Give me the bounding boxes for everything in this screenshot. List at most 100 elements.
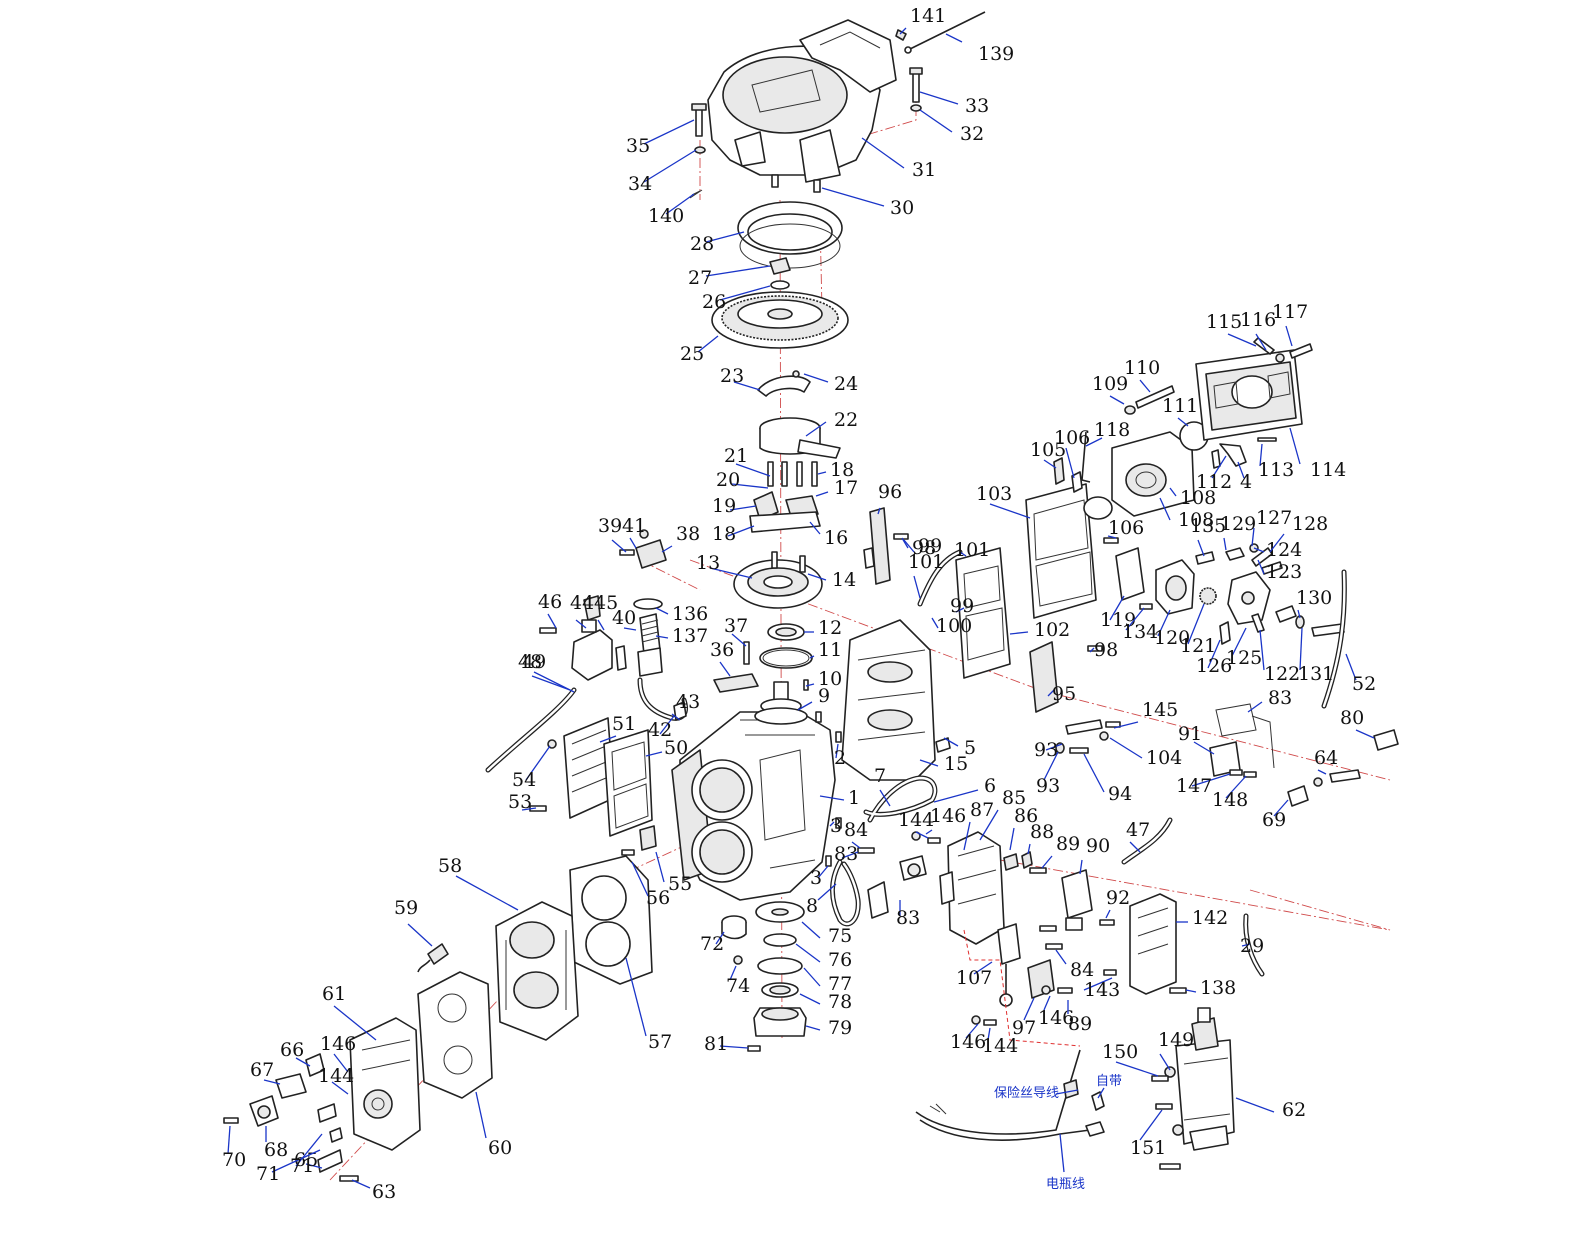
crankcase-15	[841, 619, 936, 781]
part-number-30: 30	[890, 197, 914, 219]
part-number-28: 28	[690, 233, 714, 255]
gasket-108-ring	[1083, 496, 1113, 520]
part-number-35: 35	[626, 135, 650, 157]
part-number-84: 84	[844, 819, 868, 841]
leader-line-19	[729, 505, 757, 511]
leader-line-130	[1297, 609, 1301, 619]
part-number-13: 13	[696, 552, 720, 574]
leader-line-77	[803, 967, 821, 987]
leader-line-24	[803, 373, 829, 383]
leader-line-11	[809, 655, 815, 659]
part-number-145: 145	[1142, 699, 1178, 721]
leader-line-116	[1255, 333, 1267, 351]
leader-line-10	[805, 683, 815, 687]
leader-line-113	[1259, 443, 1263, 467]
hose-100	[917, 549, 963, 607]
leader-line-29	[1241, 943, 1251, 947]
leader-line-25	[697, 335, 719, 353]
fuel-filter-83	[1215, 703, 1275, 769]
part-number-95: 95	[1052, 683, 1076, 705]
wire-29	[1243, 913, 1265, 977]
part-number-151: 151	[1130, 1137, 1166, 1159]
part-number-15: 15	[944, 753, 968, 775]
leader-line-98	[901, 537, 909, 549]
parts-86-88	[1003, 851, 1033, 871]
leader-line-14	[807, 573, 827, 581]
part-number-77: 77	[828, 973, 852, 995]
part-number-83: 83	[896, 907, 920, 929]
leader-line-96	[877, 507, 881, 515]
leader-line-37	[731, 633, 747, 647]
part-number-4: 4	[1240, 471, 1252, 493]
leader-line-79	[805, 1025, 821, 1031]
part-number-2: 2	[834, 747, 846, 769]
leader-line-60	[475, 1091, 487, 1139]
leader-line-84	[1055, 949, 1067, 965]
nut-27	[769, 257, 791, 275]
levers-123-129	[1195, 543, 1283, 575]
part-number-71: 71	[290, 1155, 314, 1177]
leader-line-99	[955, 607, 965, 613]
leader-line-15	[919, 759, 939, 767]
leader-line-27	[705, 265, 771, 277]
cylinder-head-58	[495, 901, 579, 1041]
leader-line-106	[1107, 535, 1117, 539]
part-number-140: 140	[648, 205, 684, 227]
part-number-10: 10	[818, 668, 842, 690]
part-number-85: 85	[1002, 787, 1026, 809]
joint-82	[867, 855, 927, 919]
part-number-112: 112	[1196, 471, 1232, 493]
leader-line-117	[1285, 325, 1293, 347]
bolt-98	[893, 533, 1103, 652]
spacer-72	[721, 915, 747, 940]
part-number-90: 90	[1086, 835, 1110, 857]
part-number-51: 51	[612, 713, 636, 735]
battery-harness	[915, 1049, 1105, 1141]
part-number-146: 146	[950, 1031, 986, 1053]
leader-line-144	[987, 1027, 991, 1041]
leader-line-39	[611, 539, 627, 553]
leader-line-136	[655, 607, 669, 615]
leader-line-38	[661, 545, 673, 553]
part-number-96: 96	[878, 481, 902, 503]
leader-line-61	[333, 1005, 377, 1041]
part-number-20: 20	[716, 469, 740, 491]
parts-104-144	[1099, 721, 1121, 741]
part-number-107: 107	[956, 967, 992, 989]
part-number-125: 125	[1226, 647, 1262, 669]
part-number-65: 65	[294, 1149, 318, 1171]
cdi-141	[1129, 893, 1177, 995]
leader-line-50	[645, 751, 663, 757]
leader-line-3	[817, 865, 829, 879]
leader-line-7	[879, 789, 891, 807]
part-number-109: 109	[1092, 373, 1128, 395]
part-number-83: 83	[1268, 687, 1292, 709]
leader-line-94	[1083, 753, 1105, 793]
washer-109	[1124, 405, 1136, 415]
plate-96	[863, 507, 891, 585]
leader-line-90	[1079, 859, 1083, 875]
cable-138	[904, 11, 986, 54]
leader-line-103	[989, 503, 1031, 519]
part-number-97: 97	[1012, 1017, 1036, 1039]
thermostat-66-68	[249, 1053, 325, 1127]
carburetor-108	[1111, 431, 1195, 517]
part-number-92: 92	[1106, 887, 1130, 909]
leader-line-93	[1043, 751, 1059, 781]
part-number-53: 53	[508, 791, 532, 813]
hose-52	[1321, 569, 1347, 709]
leader-line-9	[797, 701, 813, 711]
leader-line-146	[1043, 995, 1051, 1011]
part-number-148: 148	[1212, 789, 1248, 811]
part-number-62: 62	[1282, 1099, 1306, 1121]
part-number-100: 100	[936, 615, 972, 637]
leader-line-84	[851, 841, 861, 849]
leader-line-107	[973, 961, 993, 975]
part-number-68: 68	[264, 1139, 288, 1161]
leader-line-98	[1089, 647, 1095, 653]
leader-line-150	[1115, 1061, 1159, 1077]
leader-line-149	[1159, 1053, 1171, 1071]
leader-line-52	[1345, 653, 1357, 681]
leader-line-74	[729, 965, 737, 981]
clip-140	[895, 29, 907, 41]
